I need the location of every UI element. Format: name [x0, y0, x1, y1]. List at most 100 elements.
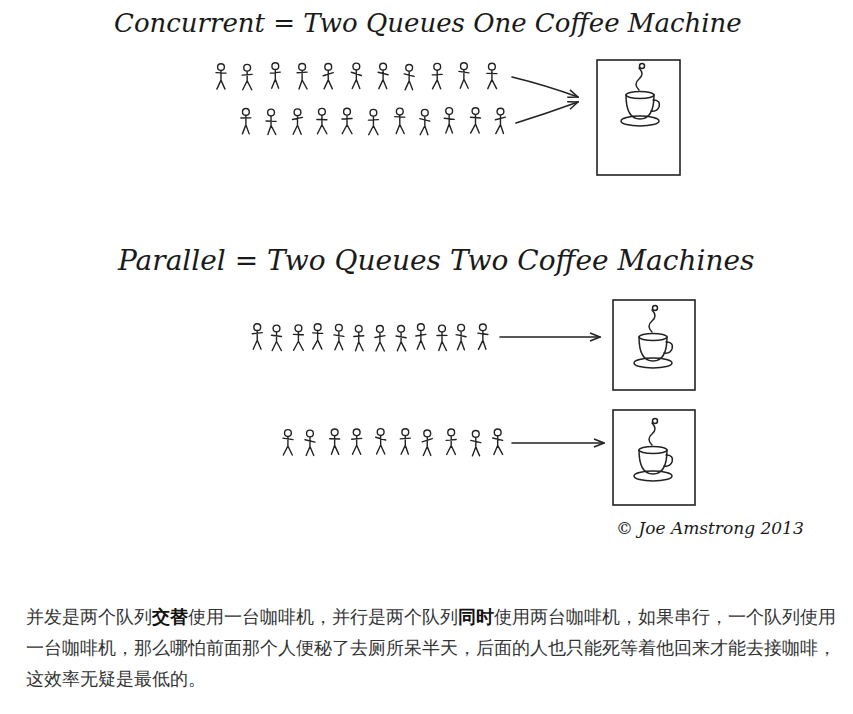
figure-head [299, 64, 306, 71]
figure-body [292, 116, 302, 134]
stick-figure [495, 108, 505, 133]
figure-body [487, 71, 497, 89]
figure-body [297, 71, 307, 89]
figure-head [344, 108, 351, 115]
figure-head [294, 109, 301, 116]
figure-body [446, 436, 456, 454]
figure-body [272, 333, 282, 351]
stick-figure [375, 326, 385, 351]
figure-body [493, 436, 503, 454]
stick-figure [456, 324, 466, 349]
cup-rim [639, 334, 667, 341]
figure-body [293, 332, 303, 350]
figure-head [377, 429, 384, 436]
stick-figure [432, 63, 442, 88]
figure-head [295, 325, 302, 332]
stick-figure [354, 325, 364, 350]
figure-body [313, 331, 323, 349]
figure-head [434, 63, 441, 70]
figure-head [458, 324, 465, 331]
figure-body [330, 436, 340, 454]
figure-head [307, 430, 314, 437]
saucer [634, 358, 672, 368]
stick-figure [241, 108, 251, 133]
figure-head [448, 429, 455, 436]
stick-figure [470, 108, 480, 133]
steam [649, 423, 655, 445]
stick-figure [395, 108, 405, 133]
cup-rim [626, 92, 654, 99]
figure-head [472, 430, 479, 437]
queue-arrow [516, 102, 578, 123]
stick-figure [376, 429, 386, 454]
figure-body [376, 436, 386, 454]
stick-figure [437, 325, 447, 350]
body-text: 并发是两个队列 [26, 606, 152, 627]
figure-head [335, 324, 342, 331]
copyright-note: © Joe Amstrong 2013 [616, 518, 804, 538]
figure-body [216, 71, 226, 89]
figure-body [283, 437, 293, 455]
stick-figure [242, 64, 252, 89]
figure-head [272, 63, 279, 70]
figure-head [218, 64, 225, 71]
figure-head [377, 326, 384, 333]
figure-body [395, 116, 405, 134]
figure-body [444, 115, 454, 133]
figure-body [352, 436, 362, 454]
stick-figure [459, 63, 469, 88]
steam [653, 306, 658, 311]
figure-body [456, 332, 466, 350]
figure-body [420, 117, 430, 135]
cup-handle [664, 455, 672, 466]
figure-body [400, 436, 410, 454]
stick-figure [368, 109, 378, 134]
stick-figure [404, 64, 414, 89]
figure-head [421, 109, 428, 116]
stick-figure [216, 64, 226, 89]
figure-head [417, 324, 424, 331]
figure-head [353, 429, 360, 436]
figure-head [285, 430, 292, 437]
figure-head [254, 324, 261, 331]
figure-head [439, 325, 446, 332]
queue-arrow [512, 77, 578, 97]
figure-body [241, 116, 251, 134]
figure-body [396, 333, 406, 351]
figure-body [266, 117, 276, 135]
coffee-cup [634, 419, 672, 482]
cup-handle [651, 100, 659, 111]
figure-head [355, 325, 362, 332]
cup-rim [639, 447, 667, 454]
saucer [634, 471, 672, 481]
figure-head [319, 108, 326, 115]
figure-body [342, 116, 352, 134]
figure-body [478, 331, 488, 349]
figure-head [424, 430, 431, 437]
body-text: 使用一台咖啡机，并行是两个队列 [188, 606, 458, 627]
cup-handle [664, 342, 672, 353]
stick-figure [487, 63, 497, 88]
stick-figure [400, 429, 410, 454]
queue-arrow [500, 336, 600, 338]
coffee-cup [634, 306, 672, 369]
stick-figure [252, 324, 262, 349]
figure-body [354, 333, 364, 351]
steam [649, 310, 655, 332]
stick-figure [444, 108, 454, 133]
steam [653, 419, 658, 424]
figure-head [243, 108, 250, 115]
figure-body [323, 71, 333, 89]
stick-figure [478, 324, 488, 349]
stick-figure [266, 109, 276, 134]
figure-body [416, 331, 426, 349]
stick-figure [352, 429, 362, 454]
steam [636, 68, 642, 90]
figure-body [422, 437, 432, 455]
figure-body [305, 437, 315, 455]
figure-head [273, 325, 280, 332]
figure-body [368, 117, 378, 135]
figure-head [370, 109, 377, 116]
stick-figure [351, 63, 361, 88]
figure-body [252, 331, 262, 349]
